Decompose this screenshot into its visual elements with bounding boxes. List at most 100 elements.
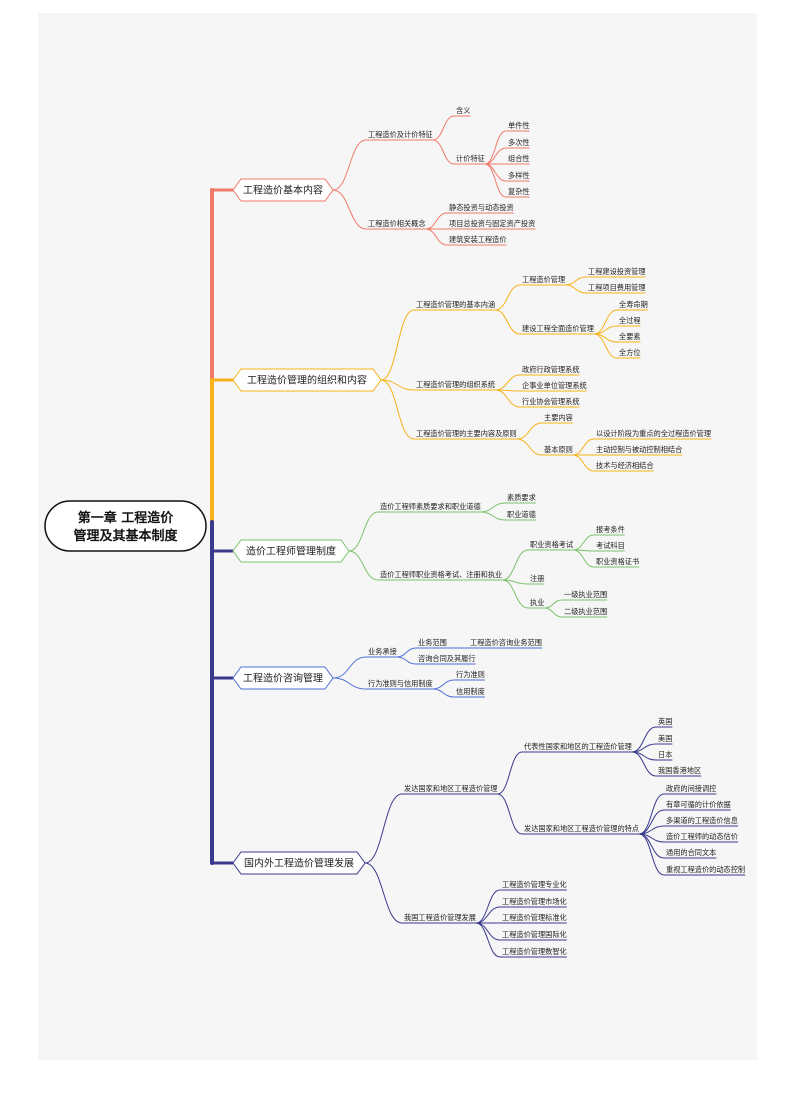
detail-label: 技术与经济相结合: [596, 461, 654, 470]
edge: [484, 147, 507, 165]
edge: [631, 726, 657, 753]
branch-title: 工程造价咨询管理: [243, 672, 323, 685]
detail-label: 日本: [658, 750, 672, 759]
branch-title: 国内外工程造价管理发展: [244, 857, 354, 870]
root-title-line1: 第一章 工程造价: [78, 510, 175, 526]
subtopic-label: 企事业单位管理系统: [522, 381, 587, 390]
subtopic-label: 素质要求: [507, 493, 536, 502]
root-node[interactable]: [44, 500, 207, 552]
subtopic-label: 含义: [456, 106, 470, 115]
edge: [484, 163, 507, 198]
subtopic-label: 建设工程全面造价管理: [522, 324, 594, 333]
detail-label: 报考条件: [596, 525, 625, 534]
edge: [475, 889, 501, 924]
edge: [364, 793, 403, 864]
edge: [475, 906, 501, 924]
branch-title: 工程造价基本内容: [243, 184, 323, 197]
subtopic-label: 工程造价管理数智化: [502, 947, 567, 956]
subtopic-label: 职业道德: [507, 510, 536, 519]
edge: [502, 579, 529, 609]
edge: [495, 389, 521, 408]
topic-label: 造价工程师职业资格考试、注册和执业: [380, 570, 502, 579]
subtopic-label: 咨询合同及其履行: [418, 654, 476, 663]
detail-label: 造价工程师的动态估价: [666, 832, 738, 841]
edge: [544, 607, 563, 618]
edge: [332, 139, 367, 191]
detail-label: 通用的合同文本: [666, 848, 716, 857]
detail-label: 有章可循的计价依据: [666, 800, 731, 809]
detail-label: 复杂性: [508, 187, 530, 196]
edge: [572, 454, 595, 472]
edge: [332, 656, 367, 679]
edge: [495, 284, 521, 311]
edge: [380, 309, 415, 381]
edge: [565, 284, 587, 294]
edge: [364, 862, 403, 924]
edge: [544, 599, 563, 609]
subtopic-label: 建筑安装工程造价: [449, 235, 507, 244]
detail-label: 全方位: [619, 348, 641, 357]
edge: [497, 793, 523, 835]
topic-label: 工程造价及计价特征: [368, 130, 433, 139]
branch-title: 造价工程师管理制度: [246, 545, 336, 558]
subtopic-label: 政府行政管理系统: [522, 365, 580, 374]
detail-label: 主动控制与被动控制相结合: [596, 445, 682, 454]
detail-label: 多次性: [508, 138, 530, 147]
edge: [572, 438, 595, 456]
edge: [348, 550, 379, 581]
detail-label: 以设计阶段为重点的全过程造价管理: [596, 429, 711, 438]
detail-label: 单件性: [508, 121, 530, 130]
subtopic-label: 信用制度: [456, 687, 485, 696]
edge: [432, 679, 455, 690]
subtopic-label: 工程造价管理: [522, 275, 565, 284]
detail-label: 重视工程造价的动态控制: [666, 865, 745, 874]
topic-label: 造价工程师素质要求和职业道德: [380, 502, 481, 511]
edge: [396, 656, 417, 665]
edge: [432, 688, 455, 698]
edge: [380, 379, 415, 391]
edge: [432, 139, 455, 165]
edge: [332, 189, 367, 230]
subtopic-label: 代表性国家和地区的工程造价管理: [524, 742, 632, 751]
subtopic-label: 执业: [530, 598, 544, 607]
detail-label: 多样性: [508, 171, 530, 180]
subtopic-label: 主要内容: [544, 413, 573, 422]
edge: [480, 511, 506, 521]
detail-label: 组合性: [508, 154, 530, 163]
subtopic-label: 职业资格考试: [530, 540, 573, 549]
edge: [432, 115, 455, 141]
edge: [475, 922, 501, 941]
subtopic-label: 发达国家和地区工程造价管理的特点: [524, 824, 639, 833]
subtopic-label: 工程造价管理市场化: [502, 897, 567, 906]
topic-label: 行为准则与信用制度: [368, 679, 433, 688]
edge: [639, 793, 665, 835]
detail-label: 我国香港地区: [658, 766, 701, 775]
detail-label: 政府的间接调控: [666, 784, 716, 793]
detail-label: 职业资格证书: [596, 557, 639, 566]
topic-label: 我国工程造价管理发展: [404, 913, 476, 922]
subtopic-label: 工程造价管理国际化: [502, 930, 567, 939]
subtopic-label: 行为准则: [456, 670, 485, 679]
subtopic-label: 注册: [530, 574, 544, 583]
detail-label: 工程建设投资管理: [588, 267, 646, 276]
detail-label: 一级执业范围: [564, 590, 607, 599]
topic-label: 工程造价管理的主要内容及原则: [416, 429, 517, 438]
edge: [484, 130, 507, 165]
edge: [484, 163, 507, 182]
detail-label: 全要素: [619, 332, 641, 341]
edge: [631, 751, 657, 777]
edge: [425, 228, 448, 246]
edge: [573, 534, 595, 551]
topic-label: 发达国家和地区工程造价管理: [404, 784, 497, 793]
subtopic-label: 计价特征: [456, 154, 485, 163]
detail-label: 考试科目: [596, 541, 625, 550]
subtopic-label: 业务范围: [418, 638, 447, 647]
branch-title: 工程造价管理的组织和内容: [247, 374, 367, 387]
topic-label: 工程造价管理的组织系统: [416, 380, 495, 389]
root-title-line2: 管理及其基本制度: [73, 528, 178, 544]
edge: [396, 647, 417, 658]
detail-label: 二级执业范围: [564, 607, 607, 616]
subtopic-label: 静态投资与动态投资: [449, 203, 514, 212]
edge: [332, 677, 367, 690]
